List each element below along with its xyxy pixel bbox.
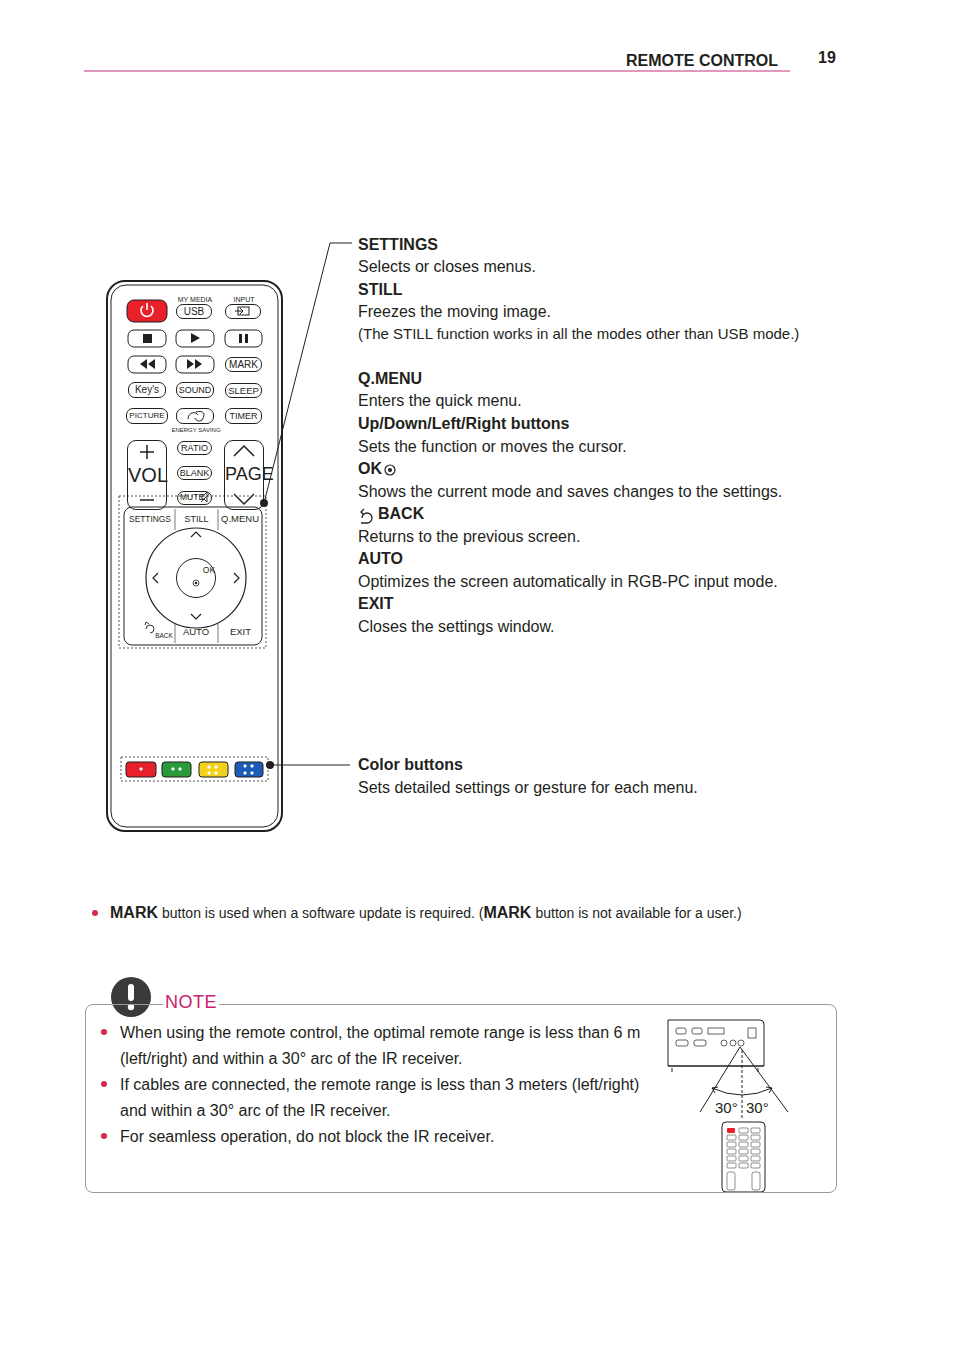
callout-heading: AUTO (358, 548, 403, 570)
callout-text: Freezes the moving image. (358, 301, 551, 323)
button-label: SETTINGS (127, 515, 173, 523)
callout-text: Returns to the previous screen. (358, 526, 580, 548)
button-label: ENERGY SAVING (167, 427, 225, 433)
qmenu-button: Q.MENU (219, 511, 261, 529)
button-label: PAGE (225, 465, 265, 483)
timer-button: TIMER (225, 408, 262, 424)
exit-button: EXIT (220, 624, 261, 642)
usb-button: MY MEDIAUSB (176, 304, 212, 319)
mark-button: MARK (225, 357, 262, 372)
callout-heading: Color buttons (358, 754, 463, 776)
page-number: 19 (818, 47, 836, 69)
button-label: MY MEDIA (167, 296, 223, 303)
button-label: MUTE (180, 493, 213, 502)
sound-button: SOUND (176, 382, 214, 398)
mark-note-text: button is not available for a user.) (535, 905, 741, 921)
mute-button: MUTE (177, 491, 212, 505)
note-text: When using the remote control, the optim… (120, 1020, 650, 1072)
button-label: RATIO (178, 444, 211, 453)
note-heading: NOTE (163, 993, 219, 1011)
callout-heading: Q.MENU (358, 368, 422, 390)
ratio-button: RATIO (177, 441, 212, 455)
picture-button: PICTURE (126, 408, 168, 424)
settings-button: SETTINGS (127, 511, 173, 529)
button-label: VOL (128, 465, 168, 485)
mark-note: MARKbutton is used when a software updat… (110, 902, 742, 924)
callout-heading: BACK (378, 503, 424, 525)
mark-note-text: button is used when a software update is… (162, 905, 483, 921)
note-box: NOTEWhen using the remote control, the o… (85, 1004, 837, 1193)
button-label: PICTURE (127, 412, 167, 420)
callout-text: Sets the function or moves the cursor. (358, 436, 627, 458)
button-label: TIMER (226, 412, 261, 421)
callout-text: 30° (746, 1097, 769, 1119)
callout-text: Optimizes the screen automatically in RG… (358, 571, 778, 593)
button-label: STILL (176, 515, 217, 524)
blank-button: BLANK (177, 466, 212, 480)
button-label: SOUND (177, 386, 213, 395)
vol-rocker: VOL (127, 440, 167, 510)
button-label: USB (177, 307, 211, 317)
button-label: BLANK (178, 469, 211, 478)
callout-heading: SETTINGS (358, 234, 438, 256)
callout-text: Closes the settings window. (358, 616, 555, 638)
note-text: If cables are connected, the remote rang… (120, 1072, 650, 1124)
callout-heading: OK (358, 458, 382, 480)
callout-text: (The STILL function works in all the mod… (358, 323, 803, 345)
sleep-button: SLEEP (225, 383, 262, 398)
button-label: MARK (226, 360, 261, 370)
input-button: INPUT (225, 304, 261, 319)
button-label: AUTO (177, 627, 215, 637)
callout-text: Sets detailed settings or gesture for ea… (358, 777, 698, 799)
button-label: Q.MENU (219, 514, 261, 524)
back-button: BACK (128, 620, 172, 642)
mark-note-text: MARK (483, 904, 531, 921)
page-rocker: PAGE (224, 440, 264, 510)
energy-saving-button: ENERGY SAVING (176, 408, 214, 424)
callout-heading: STILL (358, 279, 402, 301)
still-button: STILL (176, 511, 217, 529)
callout-heading: Up/Down/Left/Right buttons (358, 413, 570, 435)
callout-text: 30° (715, 1097, 738, 1119)
ok-button: OK (176, 558, 216, 598)
callout-heading: EXIT (358, 593, 394, 615)
callout-text: Selects or closes menus. (358, 256, 536, 278)
auto-button: AUTO (177, 624, 215, 642)
keys-button: Key's (128, 382, 166, 398)
button-label: Key's (129, 385, 165, 395)
running-header: REMOTE CONTROL (626, 50, 778, 72)
button-label: INPUT (216, 296, 272, 303)
button-label: EXIT (220, 627, 261, 637)
callout-text: Shows the current mode and saves changes… (358, 481, 782, 503)
note-text: For seamless operation, do not block the… (120, 1124, 650, 1150)
callout-text: Enters the quick menu. (358, 390, 522, 412)
mark-note-text: MARK (110, 904, 158, 921)
button-label: OK (190, 566, 228, 575)
button-label: SLEEP (226, 386, 261, 396)
button-label: BACK (142, 633, 186, 640)
